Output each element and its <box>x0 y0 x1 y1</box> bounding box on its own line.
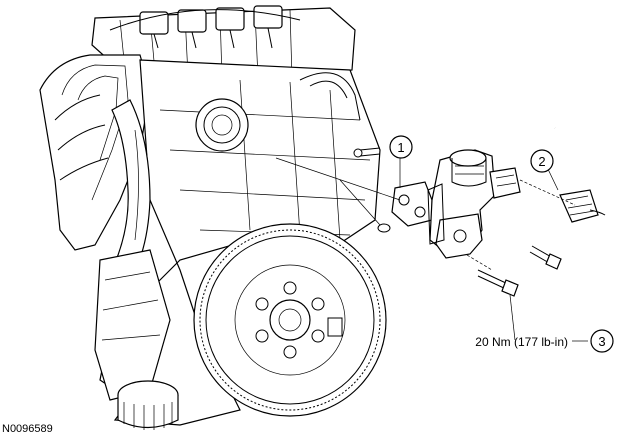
callout-3: 3 <box>590 329 614 353</box>
callout-2: 2 <box>530 149 554 173</box>
oil-filter <box>117 380 179 430</box>
torque-spec: 20 Nm (177 lb-in) <box>475 335 568 349</box>
egr-gasket <box>377 181 433 233</box>
callout-1: 1 <box>389 135 413 159</box>
ignition-coils <box>109 5 301 49</box>
egr-bolts <box>477 245 562 297</box>
figure-id: N0096589 <box>2 423 53 435</box>
callout-2-label: 2 <box>538 154 545 169</box>
callout-1-label: 1 <box>397 140 404 155</box>
flywheel <box>193 223 387 417</box>
callout-3-label: 3 <box>598 334 605 349</box>
egr-electrical-connector <box>553 126 607 223</box>
egr-valve-assembly <box>377 149 521 259</box>
